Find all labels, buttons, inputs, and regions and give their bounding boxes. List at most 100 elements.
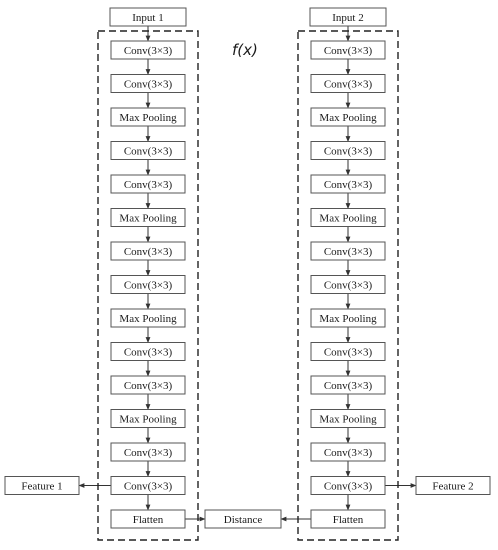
layer-2-2: Conv(3×3) — [310, 74, 386, 93]
layer-1-10-box — [110, 342, 186, 361]
layer-1-3: Max Pooling — [110, 107, 186, 127]
layer-1-2-label: Conv(3×3) — [124, 79, 173, 91]
layer-1-13-box — [110, 442, 186, 462]
layer-2-2-label: Conv(3×3) — [324, 79, 373, 91]
branch-1-frame — [97, 30, 199, 541]
layer-1-3-box — [110, 107, 186, 127]
layer-1-7: Conv(3×3) — [110, 241, 186, 261]
layer-2-11: Conv(3×3) — [310, 375, 386, 395]
layer-1-4-box — [110, 141, 186, 160]
layer-2-6-box — [310, 208, 386, 227]
layer-1-9-box — [110, 308, 186, 328]
layer-2-13: Conv(3×3) — [310, 442, 386, 462]
layer-2-6: Max Pooling — [310, 208, 386, 227]
layer-2-14-label: Conv(3×3) — [324, 481, 373, 493]
flatten-1: Flatten — [110, 509, 186, 529]
layer-2-11-box — [310, 375, 386, 395]
layer-2-14-box — [310, 476, 386, 495]
layer-2-1: Conv(3×3) — [310, 40, 386, 60]
layer-1-13: Conv(3×3) — [110, 442, 186, 462]
layer-1-1-label: Conv(3×3) — [124, 45, 173, 57]
layer-1-13-label: Conv(3×3) — [124, 447, 173, 459]
layer-2-7-label: Conv(3×3) — [324, 246, 373, 258]
feature-2-box — [415, 476, 491, 495]
distance: Distance — [204, 509, 282, 529]
layer-1-11: Conv(3×3) — [110, 375, 186, 395]
layer-1-4: Conv(3×3) — [110, 141, 186, 160]
layer-2-12-box — [310, 409, 386, 428]
layer-2-12-label: Max Pooling — [319, 414, 377, 426]
distance-label: Distance — [224, 514, 263, 526]
layer-2-10: Conv(3×3) — [310, 342, 386, 361]
layer-1-7-box — [110, 241, 186, 261]
input-1: Input 1 — [109, 7, 187, 27]
feature-2-label: Feature 2 — [432, 481, 473, 493]
layer-1-1: Conv(3×3) — [110, 40, 186, 60]
layer-1-14-label: Conv(3×3) — [124, 481, 173, 493]
layer-1-10: Conv(3×3) — [110, 342, 186, 361]
layer-1-7-label: Conv(3×3) — [124, 246, 173, 258]
layer-2-5-box — [310, 174, 386, 194]
layer-2-4-box — [310, 141, 386, 160]
branch-frames — [97, 30, 399, 541]
layer-1-6-box — [110, 208, 186, 227]
layer-2-10-box — [310, 342, 386, 361]
layer-2-1-box — [310, 40, 386, 60]
layer-2-4-label: Conv(3×3) — [324, 146, 373, 158]
layer-2-5-label: Conv(3×3) — [324, 179, 373, 191]
layer-1-14: Conv(3×3) — [110, 476, 186, 495]
layer-2-9-label: Max Pooling — [319, 313, 377, 325]
layer-1-12: Max Pooling — [110, 409, 186, 428]
layer-1-2-box — [110, 74, 186, 93]
layer-2-8-label: Conv(3×3) — [324, 280, 373, 292]
layer-2-10-label: Conv(3×3) — [324, 347, 373, 359]
layer-1-11-box — [110, 375, 186, 395]
layer-2-7: Conv(3×3) — [310, 241, 386, 261]
layer-1-8-label: Conv(3×3) — [124, 280, 173, 292]
layer-1-11-label: Conv(3×3) — [124, 380, 173, 392]
layer-1-8-box — [110, 275, 186, 294]
layer-2-9-box — [310, 308, 386, 328]
input-2-box — [309, 7, 387, 27]
layer-2-9: Max Pooling — [310, 308, 386, 328]
layer-1-14-box — [110, 476, 186, 495]
layer-2-14: Conv(3×3) — [310, 476, 386, 495]
input-1-label: Input 1 — [132, 12, 163, 24]
layer-2-4: Conv(3×3) — [310, 141, 386, 160]
flatten-2-box — [310, 509, 386, 529]
flatten-2-label: Flatten — [333, 514, 364, 526]
layer-2-7-box — [310, 241, 386, 261]
input-1-box — [109, 7, 187, 27]
layer-1-10-label: Conv(3×3) — [124, 347, 173, 359]
layer-1-5-label: Conv(3×3) — [124, 179, 173, 191]
layer-1-6: Max Pooling — [110, 208, 186, 227]
layer-1-12-box — [110, 409, 186, 428]
feature-1-box — [4, 476, 80, 495]
function-label: f(x) — [232, 41, 258, 59]
layer-1-1-box — [110, 40, 186, 60]
flatten-1-box — [110, 509, 186, 529]
flatten-1-label: Flatten — [133, 514, 164, 526]
layer-2-2-box — [310, 74, 386, 93]
layer-2-13-label: Conv(3×3) — [324, 447, 373, 459]
layer-1-2: Conv(3×3) — [110, 74, 186, 93]
layer-1-9-label: Max Pooling — [119, 313, 177, 325]
feature-1-label: Feature 1 — [21, 481, 62, 493]
branch-2-frame — [297, 30, 399, 541]
connections — [78, 26, 417, 522]
layer-2-6-label: Max Pooling — [319, 213, 377, 225]
layer-1-3-label: Max Pooling — [119, 112, 177, 124]
input-2-label: Input 2 — [332, 12, 363, 24]
layer-2-5: Conv(3×3) — [310, 174, 386, 194]
layer-2-8: Conv(3×3) — [310, 275, 386, 294]
layer-2-8-box — [310, 275, 386, 294]
layer-1-8: Conv(3×3) — [110, 275, 186, 294]
layer-2-3-box — [310, 107, 386, 127]
layer-2-12: Max Pooling — [310, 409, 386, 428]
layer-1-9: Max Pooling — [110, 308, 186, 328]
feature-1: Feature 1 — [4, 476, 80, 495]
flatten-2: Flatten — [310, 509, 386, 529]
distance-box — [204, 509, 282, 529]
